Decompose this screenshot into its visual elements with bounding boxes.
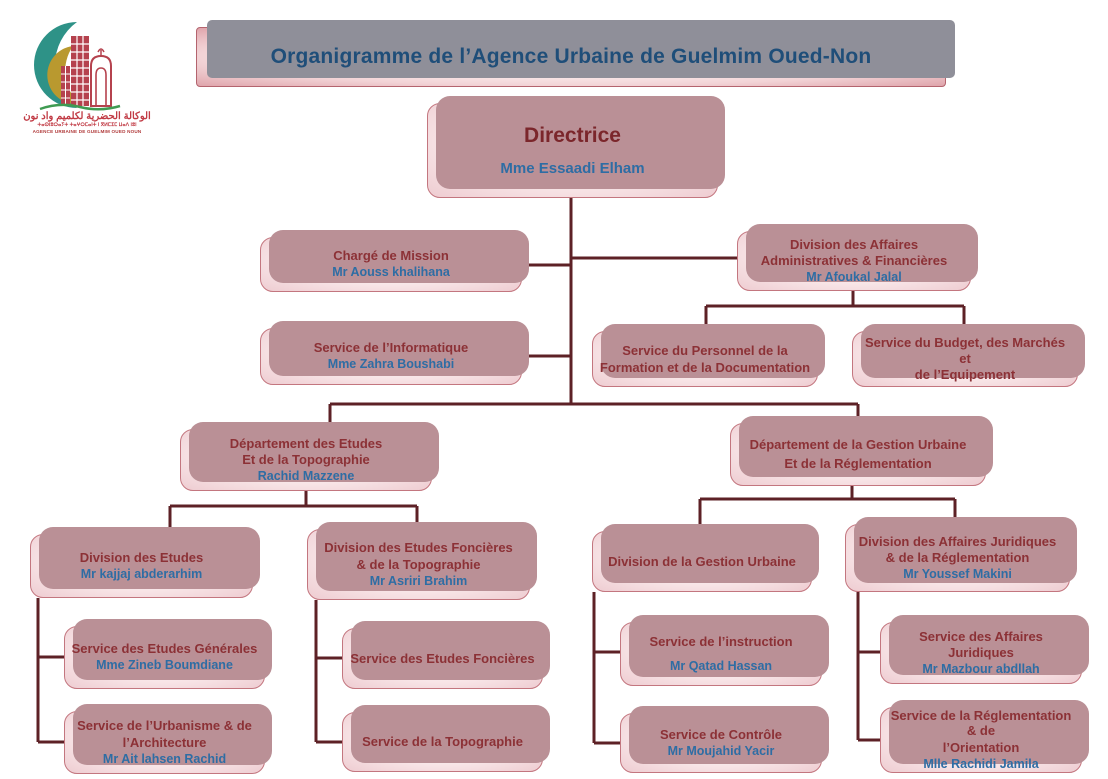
node-directrice-line-2: Mme Essaadi Elham — [500, 160, 645, 178]
logo-gate-arch-icon — [95, 67, 107, 107]
node-div-gestion-urbaine: Division de la Gestion Urbaine — [592, 524, 819, 592]
node-division-affaires-line-2: Administratives & Financières — [760, 253, 948, 269]
node-div-juridiques-line-1: Division des Affaires Juridiques — [858, 533, 1057, 549]
node-directrice-line-1: Directrice — [524, 123, 621, 147]
node-service-personnel-line-1: Service du Personnel de la — [622, 342, 788, 358]
logo-tower-windows — [71, 36, 89, 106]
node-dept-etudes-line-1: Département des Etudes — [229, 435, 383, 451]
logo-gate-icon — [90, 54, 112, 107]
agency-logo-graphic: الوكالة الحضرية لكلميم واد نون ⵜⴰⵙⵏⵓⵔⴰⵢⵜ… — [23, 22, 151, 134]
node-svc-reglementation-line-1: Service de la Réglementation & de — [890, 707, 1072, 739]
node-svc-juridiques-line-1: Service des Affaires Juridiques — [919, 629, 1043, 660]
logo-latin-text: AGENCE URBAINE DE GUELMIM OUED NOUN — [33, 129, 142, 134]
logo-arabic-text: الوكالة الحضرية لكلميم واد نون — [23, 111, 151, 122]
logo-building-small-windows — [61, 66, 70, 106]
node-div-foncieres-line-1: Division des Etudes Foncières — [324, 540, 513, 556]
node-dept-gestion-line-2: Et de la Réglementation — [784, 456, 932, 471]
node-svc-controle-line-2: Mr Moujahid Yacir — [667, 743, 775, 758]
logo-wave-icon — [39, 103, 121, 111]
node-charge-mission-line-2: Mr Aouss khalihana — [332, 265, 450, 280]
node-svc-urbanisme-line-3: Mr Ait lahsen Rachid — [102, 751, 227, 766]
node-div-gestion-urbaine-line-1: Division de la Gestion Urbaine — [608, 553, 796, 569]
node-svc-instruction-line-2: Mr Qatad Hassan — [669, 658, 773, 673]
node-dept-gestion-line-1: Département de la Gestion Urbaine — [749, 437, 967, 453]
node-svc-urbanisme-line-1: Service de l’Urbanisme & de — [77, 718, 252, 734]
page-title: Organigramme de l’Agence Urbaine de Guel… — [270, 45, 872, 68]
node-svc-juridiques-line-2: Mr Mazbour abdllah — [922, 661, 1040, 676]
node-div-foncieres-line-2: & de la Topographie — [356, 556, 481, 572]
node-svc-instruction: Service de l’instruction Mr Qatad Hassan — [620, 615, 829, 686]
node-service-budget-line-2: de l’Equipement — [914, 367, 1016, 383]
node-charge-mission-line-1: Chargé de Mission — [333, 248, 449, 264]
agency-logo: الوكالة الحضرية لكلميم واد نون ⵜⴰⵙⵏⵓⵔⴰⵢⵜ… — [20, 12, 154, 136]
node-div-foncieres: Division des Etudes Foncières& de la Top… — [307, 522, 537, 600]
node-svc-controle-line-1: Service de Contrôle — [659, 726, 783, 742]
node-svc-reglementation-line-3: Mlle Rachidi Jamila — [923, 757, 1039, 772]
title-banner: Organigramme de l’Agence Urbaine de Guel… — [196, 20, 955, 87]
node-svc-reglementation-line-2: l’Orientation — [942, 740, 1020, 756]
node-service-personnel-line-2: Formation et de la Documentation — [599, 359, 811, 375]
node-dept-gestion: Département de la Gestion Urbaine Et de l… — [730, 416, 993, 486]
node-svc-topographie: Service de la Topographie — [342, 705, 550, 772]
node-svc-topographie-line-1: Service de la Topographie — [362, 734, 523, 750]
node-service-informatique-line-2: Mme Zahra Boushabi — [327, 357, 455, 372]
node-dept-etudes-line-3: Rachid Mazzene — [257, 469, 355, 484]
node-svc-instruction-line-1: Service de l’instruction — [649, 633, 793, 649]
node-div-foncieres-line-3: Mr Asriri Brahim — [369, 573, 468, 588]
node-service-informatique-line-1: Service de l’Informatique — [313, 340, 469, 356]
node-div-etudes-line-1: Division des Etudes — [79, 549, 204, 565]
node-svc-urbanisme-line-2: l’Architecture — [122, 734, 207, 750]
node-div-juridiques-line-3: Mr Youssef Makini — [903, 567, 1012, 582]
node-division-affaires-line-1: Division des Affaires — [789, 236, 919, 252]
logo-tower-icon — [71, 36, 89, 106]
node-svc-foncieres: Service des Etudes Foncières — [342, 621, 550, 689]
node-svc-foncieres-line-1: Service des Etudes Foncières — [350, 650, 535, 666]
logo-tifinagh-text: ⵜⴰⵙⵏⵓⵔⴰⵢⵜ ⵜⴰⵖⵔⵎⴰⵏⵜ ⵏ ⴳⵍⵎⵉⵎ ⵡⴰⴷ ⵏⵓⵏ — [37, 121, 137, 128]
node-dept-etudes-line-2: Et de la Topographie — [242, 452, 370, 468]
node-division-affaires-line-3: Mr Afoukal Jalal — [806, 270, 902, 285]
logo-gate-spire-icon — [97, 48, 105, 56]
node-svc-etudes-generales-line-1: Service des Etudes Générales — [71, 641, 258, 657]
node-div-etudes-line-2: Mr kajjaj abderarhim — [80, 566, 203, 581]
node-service-budget-line-1: Service du Budget, des Marchés et — [864, 334, 1066, 366]
node-div-juridiques-line-2: & de la Réglementation — [885, 550, 1030, 566]
logo-crescent-icon — [34, 22, 77, 108]
node-div-juridiques: Division des Affaires Juridiques& de la … — [845, 517, 1077, 592]
node-svc-etudes-generales-line-2: Mme Zineb Boumdiane — [96, 658, 233, 673]
